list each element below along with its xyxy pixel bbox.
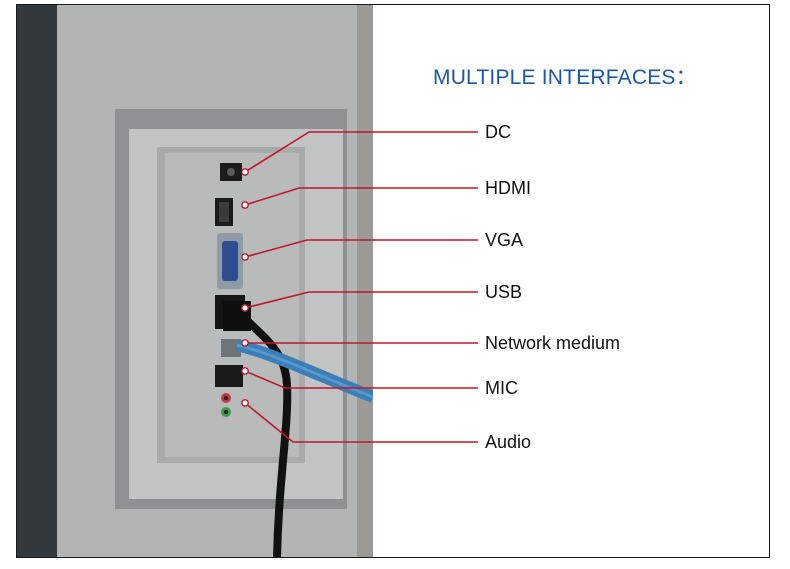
device-side-shadow [17, 5, 57, 557]
network-cable-highlight [236, 343, 373, 399]
label-vga: VGA [485, 230, 524, 250]
vga-port-inner [222, 241, 238, 281]
product-frame: MULTIPLE INTERFACES： D [16, 4, 770, 558]
usb-cable [229, 302, 292, 557]
label-usb: USB [485, 282, 523, 302]
network-port-inner [221, 339, 241, 357]
audio-jack-green-hole [224, 410, 228, 414]
audio-jack-red-hole [224, 396, 228, 400]
label-mic: MIC [485, 378, 518, 398]
mic-port [215, 365, 243, 387]
label-hdmi: HDMI [485, 178, 531, 198]
label-network-medium: Network medium [485, 333, 621, 353]
device-photo-illustration [17, 5, 373, 557]
page-title: MULTIPLE INTERFACES： [433, 66, 697, 89]
label-audio: Audio [485, 432, 532, 452]
device-photo [17, 5, 373, 557]
hdmi-port-inner [219, 202, 229, 222]
usb-plug [223, 301, 251, 331]
label-dc: DC [485, 122, 511, 142]
dc-jack-pin [227, 168, 235, 176]
